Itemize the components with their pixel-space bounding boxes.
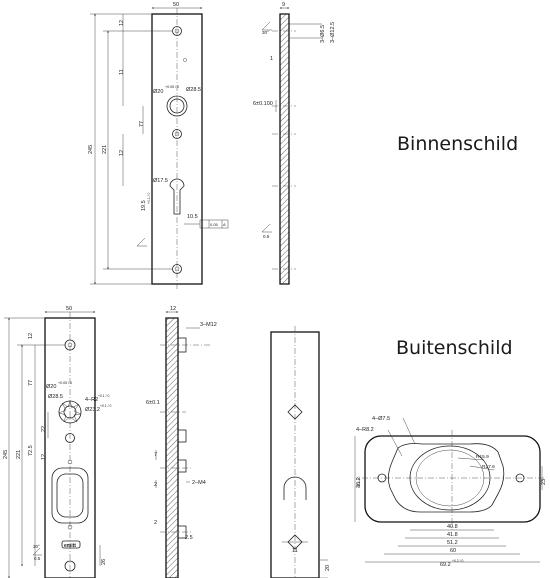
top-height-label: 245 <box>88 145 94 154</box>
detail-d692: 69.2 <box>440 562 451 568</box>
detail-d408: 40.8 <box>447 524 458 530</box>
inner-plate-side-labels: 9 30° 3–Ø6.5 3–Ø12.5 6±0.100 1 0.5 <box>253 2 336 239</box>
detail-r82: 4–R8.2 <box>356 427 374 433</box>
top-d11-label: 11 <box>119 69 125 75</box>
bot-boss-label: Ø28.5 <box>48 394 63 400</box>
top-side-h125: 3–Ø12.5 <box>330 22 336 43</box>
detail-d36-tol: +0.2 / 0 <box>357 476 361 488</box>
inner-plate-side-view <box>261 7 322 285</box>
top-bore-knob-tol: +0.05 / 0 <box>165 85 179 89</box>
top-side-h65: 3–Ø6.5 <box>320 25 326 43</box>
bot-side-d25: 2.5 <box>185 535 193 541</box>
bot-side-d2a: 2 <box>154 482 157 488</box>
bot-side-d2b: 2 <box>154 520 157 526</box>
detail-r159: R15.9 <box>476 454 489 460</box>
bot-side-m4: 2–M4 <box>192 480 206 486</box>
bot-d05-label: 0.5 <box>34 556 41 561</box>
outer-plate-title: Buitenschild <box>396 337 513 359</box>
bot-d232-label: Ø23.2 <box>85 407 100 413</box>
detail-h75: 4–Ø7.5 <box>372 416 390 422</box>
bot-width-label: 50 <box>66 306 72 312</box>
detail-d23: 23 <box>541 479 547 485</box>
back-d20: 20 <box>325 565 331 571</box>
bot-height-label: 245 <box>3 450 9 459</box>
top-d12b-label: 12 <box>119 150 125 156</box>
top-cyl-depth-tol: +0.1 / 0 <box>147 192 151 204</box>
outer-plate-detail-labels: 4–Ø7.5 4–R8.2 R15.9 R17.6 40.8 41.8 51.2… <box>356 416 547 568</box>
outer-plate-back-labels: 11 20 <box>292 548 331 571</box>
bot-r-label: 4–R2 <box>85 397 98 403</box>
bot-d22-label: 22 <box>41 426 47 432</box>
top-pos-ref: A <box>223 222 226 227</box>
top-d77-label: 77 <box>139 121 145 127</box>
detail-d692-tol: +0.2 / 0 <box>452 559 464 563</box>
bot-d12-label: 12 <box>28 333 34 339</box>
inner-plate-front-labels: 50 245 221 12 11 77 12 Ø20 +0.05 / 0 Ø28… <box>88 2 226 227</box>
detail-d36: 36.2 <box>356 477 362 488</box>
bot-bore-knob-label: Ø20 <box>46 384 56 390</box>
top-side-d05: 0.5 <box>263 234 270 239</box>
top-side-d1: 1 <box>270 56 273 62</box>
outer-plate-detail-view <box>354 417 546 563</box>
bot-side-d7: 7 <box>154 452 157 458</box>
top-width-label: 50 <box>173 2 179 8</box>
back-d11: 11 <box>292 548 298 554</box>
outer-plate-side-labels: 12 3–M12 6±0.1 7 2 2–M4 2 2.5 <box>146 306 217 541</box>
outer-plate-front-labels: 50 245 221 12 77 72.5 22 12 Ø20 +0.05 / … <box>3 306 112 565</box>
bot-d221-label: 221 <box>16 450 22 459</box>
bot-d725-label: 72.5 <box>28 445 34 456</box>
bot-angle-label: 30° <box>33 544 40 549</box>
top-d221-label: 221 <box>102 145 108 154</box>
bot-side-m12: 3–M12 <box>200 322 217 328</box>
top-pos-tol: 0.05 <box>210 222 219 227</box>
bot-d232-tol: +0.1 / 0 <box>100 404 112 408</box>
top-bore-knob-label: Ø20 <box>153 89 163 95</box>
outer-plate-front-view <box>4 311 101 578</box>
top-cyl-depth-label: 19.5 <box>141 200 147 211</box>
top-side-d6: 6±0.100 <box>253 101 273 107</box>
detail-d512: 51.2 <box>447 540 458 546</box>
top-side-angle: 30° <box>262 30 269 35</box>
top-d105-label: 10.5 <box>187 214 198 220</box>
outer-plate-side-view <box>155 311 210 578</box>
bot-bore-knob-tol: +0.05 / 0 <box>58 381 72 385</box>
bot-d26-label: 26 <box>101 559 107 565</box>
inner-plate-title: Binnenschild <box>397 133 518 155</box>
bot-side-d12: 12 <box>170 306 176 312</box>
outer-plate-back-view <box>270 326 328 578</box>
top-cyl-label: Ø17.5 <box>153 178 168 184</box>
inner-plate-front-view <box>90 7 229 290</box>
detail-d60: 60 <box>450 548 456 554</box>
bot-d12b-label: 12 <box>41 454 47 460</box>
bot-d77-label: 77 <box>28 380 34 386</box>
emitt-logo: emitt <box>64 543 76 549</box>
top-boss-label: Ø28.5 <box>186 87 201 93</box>
bot-r-tol: +0.1 / 0 <box>98 394 110 398</box>
detail-r176: R17.6 <box>482 464 495 470</box>
top-side-d9: 9 <box>282 2 285 8</box>
bot-side-d6: 6±0.1 <box>146 400 160 406</box>
detail-d418: 41.8 <box>447 532 458 538</box>
top-d12a-label: 12 <box>119 20 125 26</box>
